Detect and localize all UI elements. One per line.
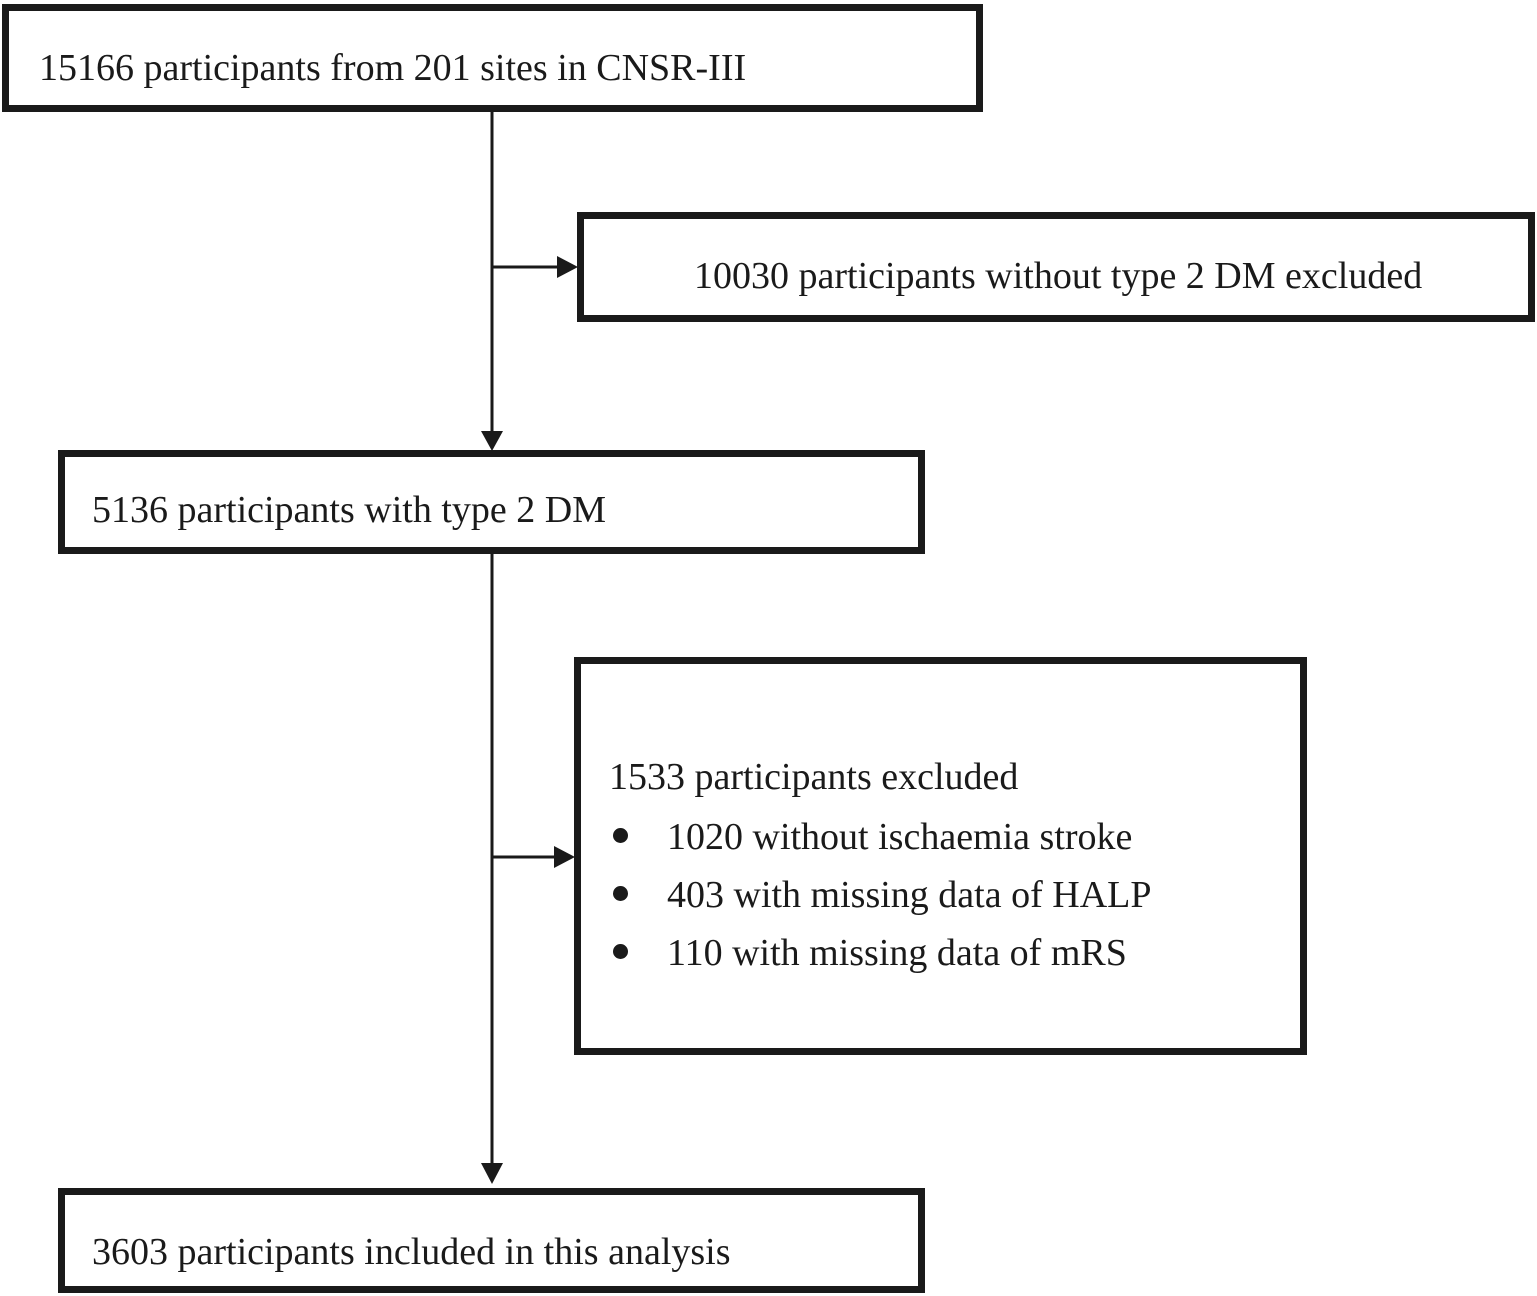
exclusion-item-label: 1020 without ischaemia stroke xyxy=(667,816,1133,858)
type2-dm-label: 5136 participants with type 2 DM xyxy=(92,489,606,531)
arrowhead-final xyxy=(481,1163,503,1184)
exclusion-details-heading: 1533 participants excluded xyxy=(609,756,1019,798)
final-included-box: 3603 participants included in this analy… xyxy=(58,1188,925,1293)
exclusion-item-label: 403 with missing data of HALP xyxy=(667,874,1152,916)
arrowhead-exclusion-1 xyxy=(557,256,578,278)
exclusion-no-dm-label: 10030 participants without type 2 DM exc… xyxy=(694,255,1423,297)
type2-dm-box: 5136 participants with type 2 DM xyxy=(58,450,925,554)
exclusion-details-box: 1533 participants excluded 1020 without … xyxy=(574,657,1307,1055)
bullet-icon xyxy=(613,828,628,843)
exclusion-no-dm-box: 10030 participants without type 2 DM exc… xyxy=(577,212,1535,322)
bullet-icon xyxy=(613,886,628,901)
exclusion-item-label: 110 with missing data of mRS xyxy=(667,932,1127,974)
total-participants-label: 15166 participants from 201 sites in CNS… xyxy=(39,47,747,89)
arrowhead-dm xyxy=(481,431,503,451)
arrowhead-exclusion-2 xyxy=(554,846,575,868)
total-participants-box: 15166 participants from 201 sites in CNS… xyxy=(2,4,983,112)
final-included-label: 3603 participants included in this analy… xyxy=(92,1231,731,1273)
bullet-icon xyxy=(613,944,628,959)
